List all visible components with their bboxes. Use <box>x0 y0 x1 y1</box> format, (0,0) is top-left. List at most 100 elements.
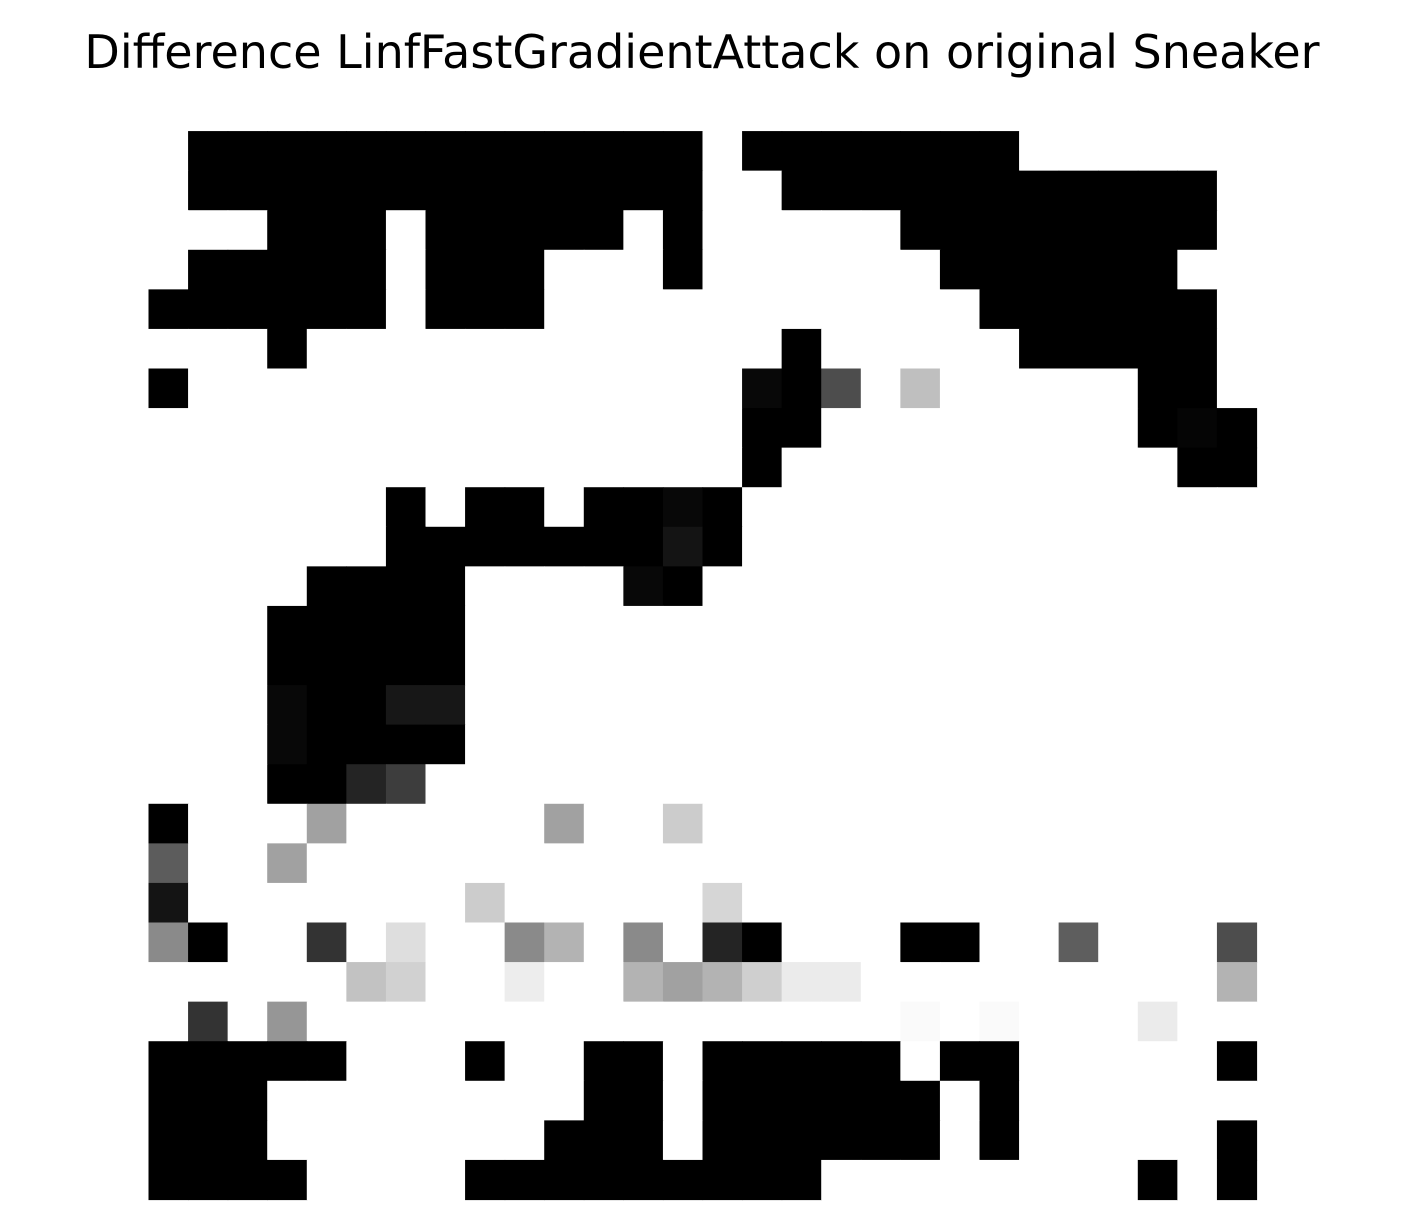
heatmap-cell <box>742 170 783 211</box>
chart-title: Difference LinfFastGradientAttack on ori… <box>84 25 1320 79</box>
heatmap-cell <box>306 487 347 528</box>
heatmap-cell <box>267 803 308 844</box>
heatmap-cell <box>742 724 783 765</box>
heatmap-cell <box>385 843 427 884</box>
heatmap-cell <box>544 289 585 330</box>
heatmap-cell <box>702 249 743 290</box>
heatmap-cell <box>385 803 427 844</box>
heatmap-cell <box>662 526 704 567</box>
heatmap-cell <box>1216 724 1258 765</box>
heatmap-cell <box>1137 289 1178 330</box>
heatmap-cell <box>188 685 229 726</box>
heatmap-cell <box>1137 368 1178 409</box>
heatmap-cell <box>148 1041 189 1082</box>
heatmap-cell <box>385 1120 427 1161</box>
heatmap-cell <box>148 249 189 290</box>
heatmap-cell <box>1137 843 1178 884</box>
heatmap-cell <box>781 1159 822 1201</box>
heatmap-cell <box>662 645 704 686</box>
heatmap-cell <box>781 487 822 528</box>
heatmap-cell <box>544 566 585 607</box>
heatmap-cell <box>821 882 862 924</box>
heatmap-cell <box>188 764 229 805</box>
heatmap-cell <box>662 170 704 211</box>
heatmap-cell <box>1177 1041 1218 1082</box>
heatmap-cell <box>702 724 743 765</box>
heatmap-cell <box>306 328 347 370</box>
heatmap-cell <box>623 1159 664 1201</box>
heatmap-cell <box>227 368 268 409</box>
heatmap-cell <box>662 1159 704 1201</box>
heatmap-cell <box>1019 526 1060 567</box>
heatmap-cell <box>979 249 1020 290</box>
heatmap-cell <box>227 1080 268 1121</box>
heatmap-cell <box>662 962 704 1003</box>
heatmap-cell <box>939 922 981 963</box>
heatmap-cell <box>900 447 941 488</box>
heatmap-cell <box>425 408 466 449</box>
heatmap-cell <box>742 249 783 290</box>
heatmap-cell <box>188 566 229 607</box>
heatmap-cell <box>821 447 862 488</box>
heatmap-cell <box>900 1041 941 1082</box>
heatmap-cell <box>1098 170 1139 211</box>
heatmap-cell <box>465 408 506 449</box>
heatmap-cell <box>1058 131 1099 172</box>
heatmap-cell <box>267 882 308 924</box>
heatmap-cell <box>188 526 229 567</box>
heatmap-cell <box>781 843 822 884</box>
heatmap-cell <box>227 566 268 607</box>
heatmap-cell <box>1216 368 1258 409</box>
heatmap-cell <box>504 843 545 884</box>
heatmap-cell <box>623 605 664 647</box>
heatmap-cell <box>148 487 189 528</box>
heatmap-cell <box>465 170 506 211</box>
heatmap-cell <box>1177 882 1218 924</box>
heatmap-cell <box>425 328 466 370</box>
heatmap-cell <box>544 605 585 647</box>
heatmap-cell <box>821 685 862 726</box>
heatmap-cell <box>1058 724 1099 765</box>
heatmap-cell <box>781 91 822 132</box>
heatmap-cell <box>1137 131 1178 172</box>
heatmap-cell <box>662 328 704 370</box>
heatmap-cell <box>1137 882 1178 924</box>
heatmap-cell <box>267 1080 308 1121</box>
heatmap-cell <box>465 922 506 963</box>
heatmap-cell <box>1177 685 1218 726</box>
heatmap-cell <box>148 447 189 488</box>
heatmap-cell <box>860 724 901 765</box>
heatmap-cell <box>306 645 347 686</box>
heatmap-cell <box>702 368 743 409</box>
heatmap-cell <box>939 1159 981 1201</box>
heatmap-cell <box>821 368 862 409</box>
heatmap-cell <box>623 566 664 607</box>
heatmap-cell <box>1019 1001 1060 1042</box>
heatmap-cell <box>821 328 862 370</box>
heatmap-cell <box>742 764 783 805</box>
heatmap-cell <box>742 328 783 370</box>
heatmap-cell <box>1098 645 1139 686</box>
heatmap-cell <box>1019 1120 1060 1161</box>
heatmap-cell <box>702 803 743 844</box>
heatmap-cell <box>227 249 268 290</box>
heatmap-cell <box>504 566 545 607</box>
heatmap-cell <box>821 170 862 211</box>
heatmap-cell <box>227 328 268 370</box>
heatmap-cell <box>583 487 624 528</box>
heatmap-cell <box>1019 131 1060 172</box>
heatmap-cell <box>781 1080 822 1121</box>
heatmap-cell <box>227 803 268 844</box>
heatmap-cell <box>662 447 704 488</box>
heatmap-cell <box>1098 368 1139 409</box>
heatmap-cell <box>1058 526 1099 567</box>
heatmap-cell <box>860 803 901 844</box>
heatmap-cell <box>583 131 624 172</box>
heatmap-cell <box>1058 170 1099 211</box>
heatmap-cell <box>742 962 783 1003</box>
heatmap-cell <box>227 764 268 805</box>
heatmap-cell <box>583 328 624 370</box>
heatmap-cell <box>227 170 268 211</box>
heatmap-cell <box>148 131 189 172</box>
heatmap-cell <box>385 962 427 1003</box>
